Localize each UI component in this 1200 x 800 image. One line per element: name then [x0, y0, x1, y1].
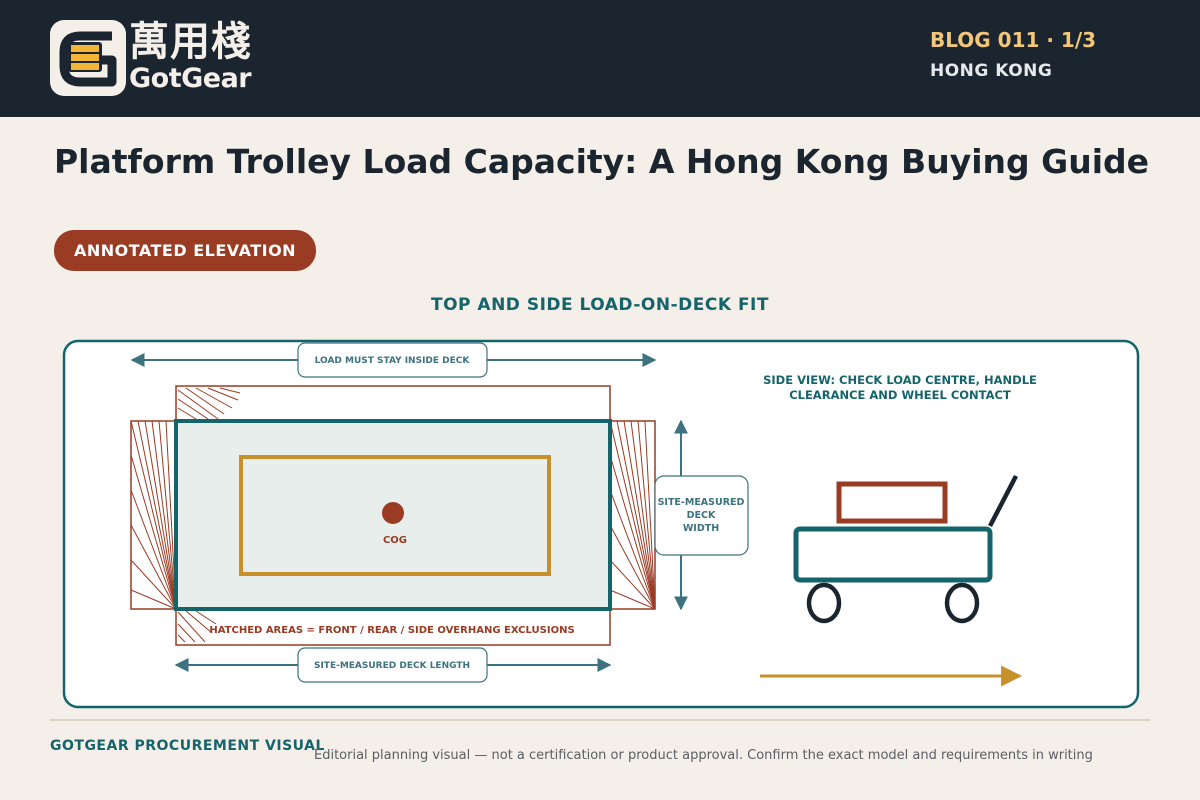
load-inside-deck-callout [297, 342, 488, 378]
footer-disclaimer: Editorial planning visual — not a certif… [314, 748, 1093, 763]
side-view-handle [988, 474, 1018, 528]
page-title: Platform Trolley Load Capacity: A Hong K… [54, 142, 1150, 181]
load-footprint [239, 455, 551, 576]
deck-length-callout [297, 647, 488, 683]
brand-name-english: GotGear [129, 63, 252, 94]
side-view-load-box [836, 481, 948, 524]
section-badge: ANNOTATED ELEVATION [54, 230, 316, 271]
hatched-areas-note: HATCHED AREAS = FRONT / REAR / SIDE OVER… [209, 625, 574, 636]
diagram-title: TOP AND SIDE LOAD-ON-DECK FIT [431, 295, 769, 315]
blog-number: BLOG 011 · 1/3 [930, 28, 1097, 52]
deck-width-callout [654, 475, 749, 556]
deck-width-label-line-1: SITE-MEASURED [658, 497, 745, 508]
brand-name-chinese: 萬用棧 [129, 19, 252, 65]
rear-hatching [177, 387, 241, 420]
cog-label: COG [383, 535, 407, 546]
side-view-rear-wheel [944, 582, 980, 624]
load-inside-deck-label: LOAD MUST STAY INSIDE DECK [315, 356, 471, 366]
left-hatching [130, 420, 177, 610]
right-hatching [609, 420, 656, 610]
footer-brand: GOTGEAR PROCUREMENT VISUAL [50, 738, 325, 754]
deck-width-label-line-3: WIDTH [683, 523, 719, 534]
side-view-trolley-deck [793, 526, 993, 583]
front-hatching [177, 610, 217, 643]
load-fit-diagram: COG HATCHED AREAS = FRONT / REAR / SIDE … [62, 339, 1140, 709]
side-view-heading-line-2: CLEARANCE AND WHEEL CONTACT [789, 388, 1011, 402]
side-view-front-wheel [806, 582, 842, 624]
location-label: HONG KONG [930, 61, 1053, 81]
rear-overhang-zone [175, 385, 611, 422]
deck-width-label-line-2: DECK [687, 510, 716, 521]
side-view-heading-line-1: SIDE VIEW: CHECK LOAD CENTRE, HANDLE [763, 373, 1037, 387]
drawer-cabinet-icon [59, 31, 117, 87]
deck-length-label: SITE-MEASURED DECK LENGTH [314, 661, 470, 671]
cog-marker [382, 502, 404, 524]
footer-divider [50, 719, 1150, 721]
logo-badge[interactable] [50, 20, 126, 96]
header-bar: 萬用棧 GotGear BLOG 011 · 1/3 HONG KONG [0, 0, 1200, 117]
